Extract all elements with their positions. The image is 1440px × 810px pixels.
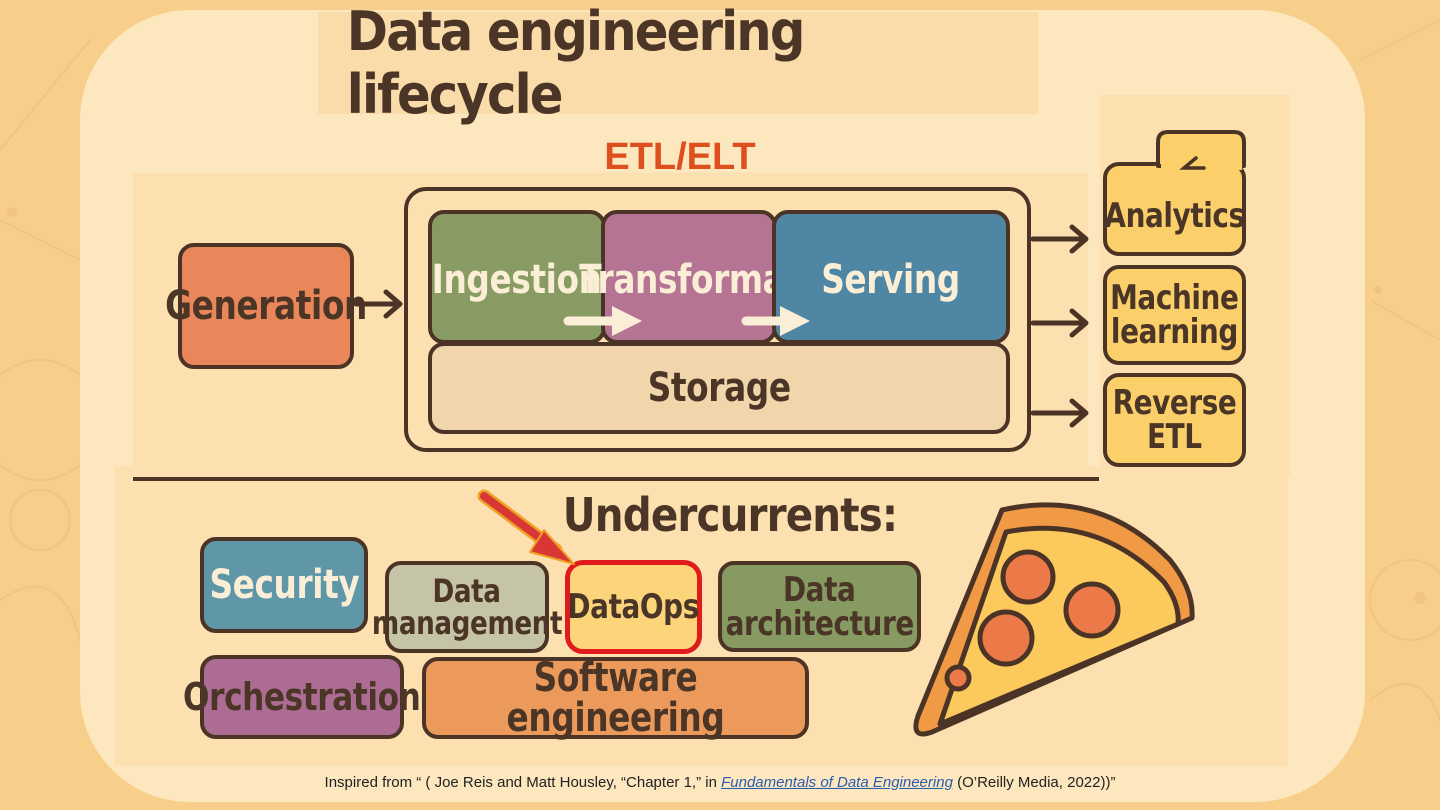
- generation-box: Generation: [165, 243, 367, 369]
- orchestration-box: Orchestration: [183, 655, 421, 739]
- machine-learning-line2: learning: [1111, 312, 1238, 352]
- footer-prefix: Inspired from “ ( Joe Reis and Matt Hous…: [324, 774, 722, 791]
- dataops-box: DataOps: [565, 560, 702, 654]
- book-link[interactable]: Fundamentals of Data Engineering: [721, 774, 953, 791]
- software-engineering-box: Software engineering: [422, 657, 809, 739]
- reverse-etl-line1: Reverse: [1112, 383, 1237, 423]
- title-strip: Data engineering lifecycle: [318, 0, 1038, 126]
- storage-label: Storage: [647, 365, 791, 411]
- data-architecture-line1: Data: [783, 569, 856, 610]
- security-box: Security: [200, 537, 368, 633]
- footer-suffix: (O’Reilly Media, 2022))”: [952, 774, 1116, 791]
- undercurrents-heading-text: Undercurrents:: [562, 488, 898, 542]
- machine-learning-box: Machine learning: [1103, 265, 1246, 365]
- storage-box: Storage: [428, 342, 1010, 434]
- data-architecture-line2: architecture: [725, 603, 914, 644]
- software-engineering-label: Software engineering: [506, 655, 725, 741]
- data-management-box: Data management: [372, 561, 563, 653]
- etl-label: ETL/ELT: [604, 136, 756, 178]
- generation-label: Generation: [165, 283, 367, 329]
- data-management-line2: management: [371, 604, 563, 642]
- data-architecture-box: Data architecture: [718, 561, 921, 652]
- security-label: Security: [209, 562, 359, 608]
- etl-frame: [404, 187, 1031, 452]
- reverse-etl-box: Reverse ETL: [1103, 373, 1246, 467]
- analytics-box: Analytics: [1103, 162, 1246, 256]
- divider-line: [133, 477, 1099, 481]
- footer-citation: Inspired from “ ( Joe Reis and Matt Hous…: [0, 774, 1440, 791]
- data-management-line1: Data: [432, 572, 502, 610]
- page-title: Data engineering lifecycle: [346, 0, 806, 126]
- serving-label: Serving: [821, 257, 961, 303]
- serving-box: Serving: [772, 210, 1010, 344]
- undercurrents-heading: Undercurrents:: [540, 488, 898, 542]
- machine-learning-line1: Machine: [1110, 278, 1239, 318]
- analytics-label: Analytics: [1104, 196, 1245, 236]
- ingestion-label: Ingestion: [432, 257, 602, 303]
- transformation-box: Transformat: [579, 210, 800, 344]
- transformation-label: Transformat: [578, 257, 800, 303]
- orchestration-label: Orchestration: [183, 675, 421, 719]
- dataops-label: DataOps: [567, 587, 700, 627]
- reverse-etl-line2: ETL: [1147, 417, 1202, 457]
